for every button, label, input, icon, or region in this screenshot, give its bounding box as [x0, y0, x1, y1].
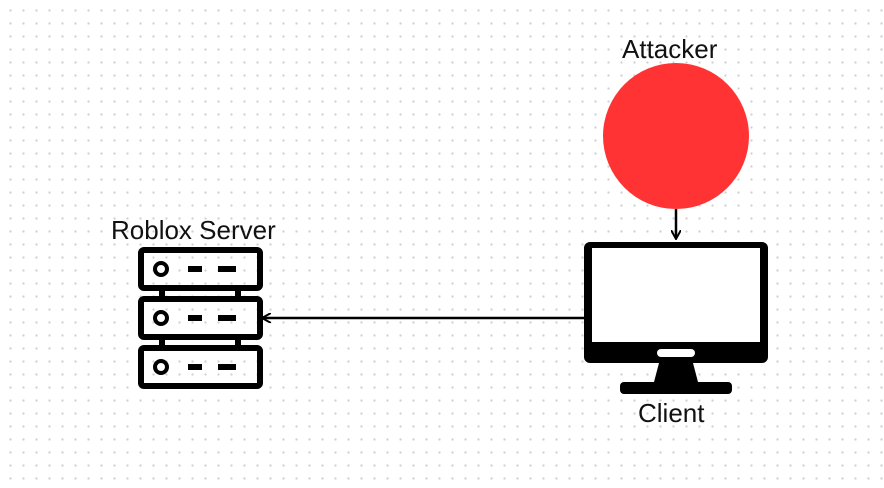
attacker-label: Attacker — [622, 34, 718, 64]
desktop-monitor-icon — [584, 242, 768, 394]
server-rack-icon — [138, 247, 263, 389]
server-label: Roblox Server — [111, 215, 276, 245]
client-label: Client — [638, 398, 705, 428]
attacker-node — [603, 63, 749, 209]
